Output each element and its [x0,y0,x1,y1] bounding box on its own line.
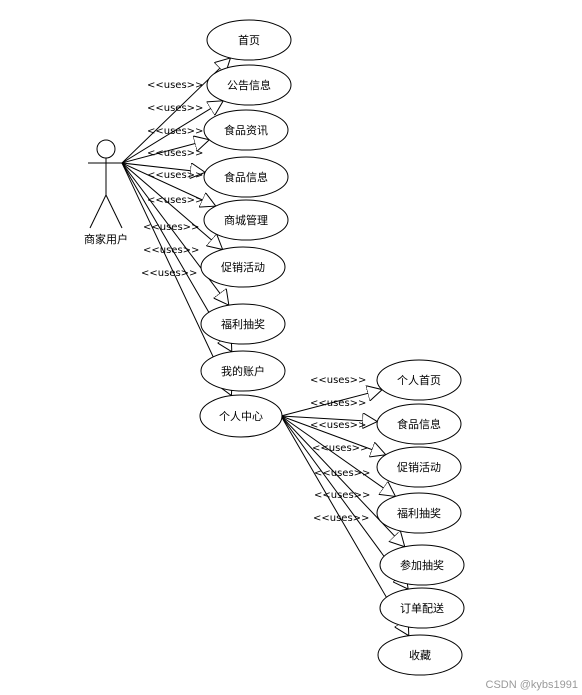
actor: 商家用户 [84,139,128,246]
use-case-mall-ellipse [203,199,289,241]
stereotype-notice: <<uses>> [147,103,203,114]
association-p-join-lottery [280,415,405,547]
use-case-lottery: 福利抽奖 [200,303,286,345]
use-case-center-ellipse [199,394,283,438]
use-case-p-home: 个人首页 [376,359,462,401]
use-case-food-news-label: 食品资讯 [224,123,268,137]
use-case-p-food-info: 食品信息 [376,403,462,445]
use-case-p-promo-ellipse [376,446,462,488]
use-case-home-ellipse [206,19,292,61]
use-case-p-orders-ellipse [379,587,465,629]
use-case-promo-ellipse [200,246,286,288]
actor-head [96,139,116,159]
use-case-mall-label: 商城管理 [224,213,268,227]
association-p-food-info [280,416,377,422]
use-case-food-info: 食品信息 [203,156,289,198]
stereotype-p-orders: <<uses>> [314,490,370,501]
association-mall [121,162,216,206]
actor-right-leg [105,194,123,229]
stereotype-labels: <<uses>> <<uses>> <<uses>> <<uses>> <<uses>>… [141,80,370,524]
use-case-notice: 公告信息 [206,64,292,106]
use-case-p-promo-label: 促销活动 [397,460,441,474]
use-case-p-favorites: 收藏 [377,634,463,676]
use-case-p-home-label: 个人首页 [397,373,441,387]
association-p-promo [280,415,386,455]
use-case-p-home-ellipse [376,359,462,401]
use-case-lottery-ellipse [200,303,286,345]
use-case-notice-label: 公告信息 [227,78,271,92]
stereotype-p-lottery: <<uses>> [312,443,368,454]
association-food-info [121,162,205,172]
use-case-p-food-info-label: 食品信息 [397,417,441,431]
actor-left-leg [89,194,107,229]
use-case-account-label: 我的账户 [221,364,265,378]
use-case-promo: 促销活动 [200,246,286,288]
association-food-news [121,140,209,164]
use-case-promo-label: 促销活动 [221,260,265,274]
use-case-p-join-lottery-label: 参加抽奖 [400,558,444,572]
stereotype-p-promo: <<uses>> [310,420,366,431]
use-case-account: 我的账户 [200,350,286,392]
use-case-food-news: 食品资讯 [203,109,289,151]
watermark: CSDN @kybs1991 [485,679,578,691]
association-lottery [121,162,229,305]
use-case-p-favorites-ellipse [377,634,463,676]
use-case-food-info-label: 食品信息 [224,170,268,184]
use-case-food-news-ellipse [203,109,289,151]
stereotype-promo: <<uses>> [147,195,203,206]
use-case-p-lottery-label: 福利抽奖 [397,506,441,520]
use-case-account-ellipse [200,350,286,392]
stereotype-center: <<uses>> [141,268,197,279]
stereotype-home: <<uses>> [147,80,203,91]
stereotype-p-favorites: <<uses>> [313,513,369,524]
use-case-home-label: 首页 [238,33,260,47]
use-case-food-info-ellipse [203,156,289,198]
use-cases: 首页公告信息食品资讯食品信息商城管理促销活动福利抽奖我的账户个人中心个人首页食品… [199,19,465,676]
stereotype-p-home: <<uses>> [310,375,366,386]
association-p-lottery [280,415,395,496]
use-case-lottery-label: 福利抽奖 [221,317,265,331]
use-case-p-orders-label: 订单配送 [400,601,444,615]
stereotype-food-news: <<uses>> [147,126,203,137]
use-case-p-join-lottery: 参加抽奖 [379,544,465,586]
stereotype-p-food-info: <<uses>> [310,398,366,409]
association-promo [121,162,223,250]
use-case-p-orders: 订单配送 [379,587,465,629]
use-case-p-promo: 促销活动 [376,446,462,488]
use-case-home: 首页 [206,19,292,61]
stereotype-food-info: <<uses>> [147,148,203,159]
use-case-p-join-lottery-ellipse [379,544,465,586]
use-case-mall: 商城管理 [203,199,289,241]
stereotype-mall: <<uses>> [147,170,203,181]
use-case-p-lottery: 福利抽奖 [376,492,462,534]
use-case-p-lottery-ellipse [376,492,462,534]
stereotype-lottery: <<uses>> [143,222,199,233]
actor-label: 商家用户 [84,232,128,246]
use-case-p-favorites-label: 收藏 [409,648,431,662]
use-case-p-food-info-ellipse [376,403,462,445]
use-case-center-label: 个人中心 [219,410,263,423]
association-p-home [280,390,382,417]
stereotype-p-join-lottery: <<uses>> [314,468,370,479]
use-case-center: 个人中心 [199,394,283,438]
stereotype-account: <<uses>> [143,245,199,256]
use-case-notice-ellipse [206,64,292,106]
association-notice [121,101,223,164]
